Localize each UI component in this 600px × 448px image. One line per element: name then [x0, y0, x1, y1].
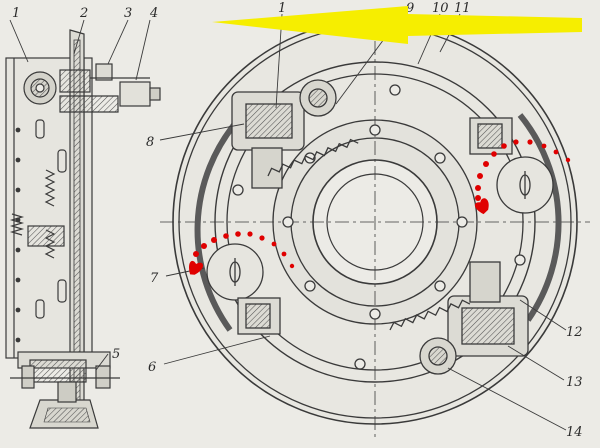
callout-labels: 1 2 3 4 1 9 10 11 8 7 6 5 12 13 14: [12, 1, 583, 440]
callout-7: 7: [150, 271, 159, 286]
callout-10: 10: [432, 1, 449, 16]
callout-9: 9: [406, 1, 414, 16]
callout-13: 13: [566, 375, 583, 390]
upper-wheel-cylinder: [231, 79, 337, 189]
lower-wheel-cylinder: [419, 261, 529, 375]
brake-front-view: [9, 11, 590, 440]
callout-1-left: 1: [12, 6, 20, 21]
red-dotted-rotation-arrow-icon: [189, 139, 571, 275]
side-section-view: [5, 29, 161, 429]
yellow-arrow-left-icon: [212, 6, 582, 44]
callout-4: 4: [149, 6, 158, 21]
callout-5: 5: [112, 347, 120, 362]
callout-14: 14: [566, 425, 583, 440]
callout-11: 11: [454, 1, 471, 16]
callout-12: 12: [566, 325, 583, 340]
callout-3: 3: [124, 6, 132, 21]
callout-6: 6: [148, 360, 156, 375]
callout-2: 2: [79, 6, 88, 21]
callout-8: 8: [146, 135, 154, 150]
callout-1-right: 1: [278, 1, 286, 16]
